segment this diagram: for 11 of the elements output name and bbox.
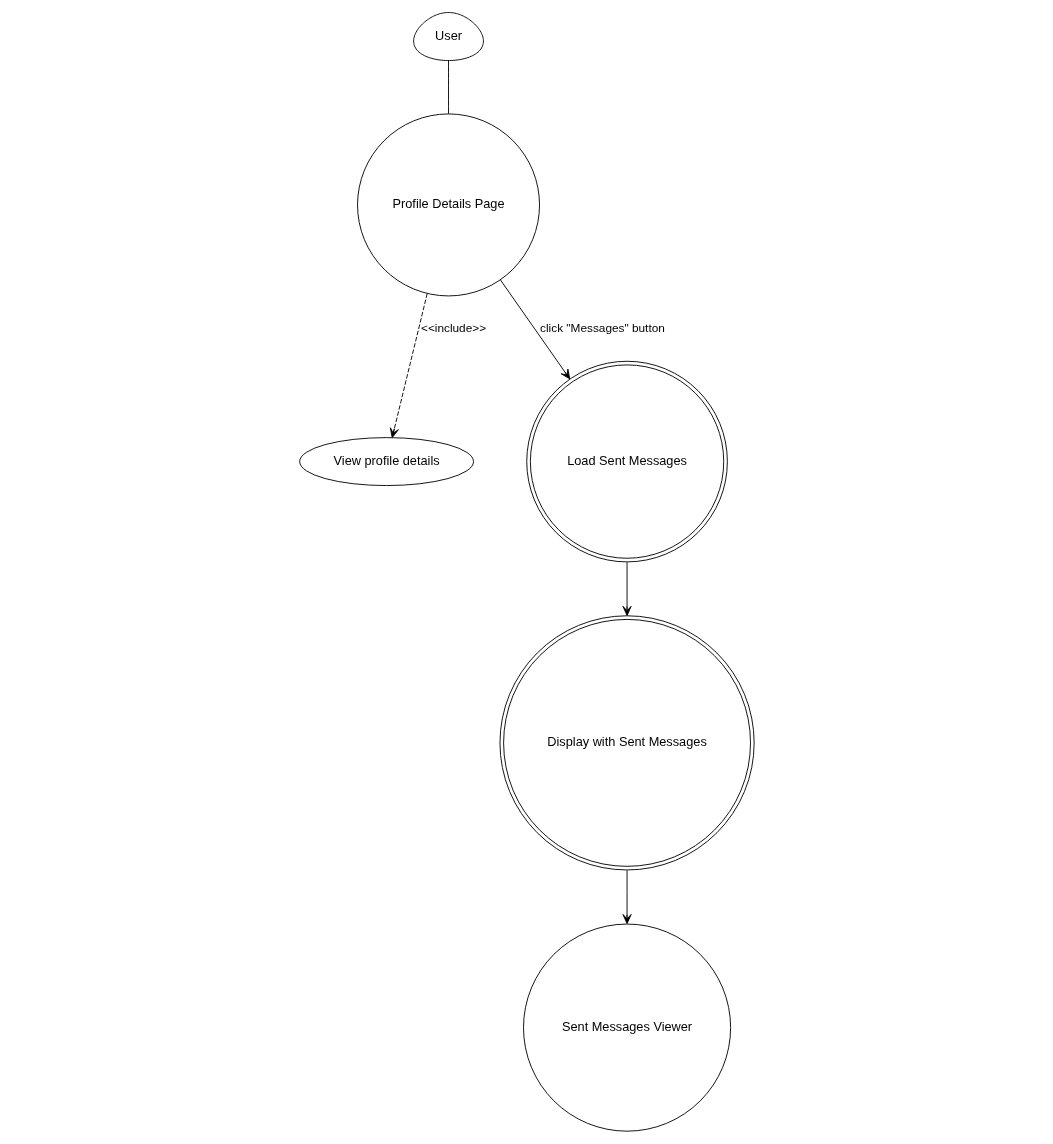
arrow bbox=[389, 293, 428, 439]
node-circle: Sent Messages Viewer bbox=[522, 923, 731, 1132]
edge-label: <<include>> bbox=[420, 320, 486, 335]
node-ellipse: View profile details bbox=[298, 437, 474, 486]
connector bbox=[447, 60, 449, 115]
edge-label: click "Messages" button bbox=[539, 320, 665, 335]
node-circle: Load Sent Messages bbox=[525, 360, 728, 563]
arrow bbox=[622, 561, 632, 616]
node-circle: Profile Details Page bbox=[356, 113, 540, 297]
arrow bbox=[622, 869, 632, 924]
arrow bbox=[499, 279, 570, 380]
